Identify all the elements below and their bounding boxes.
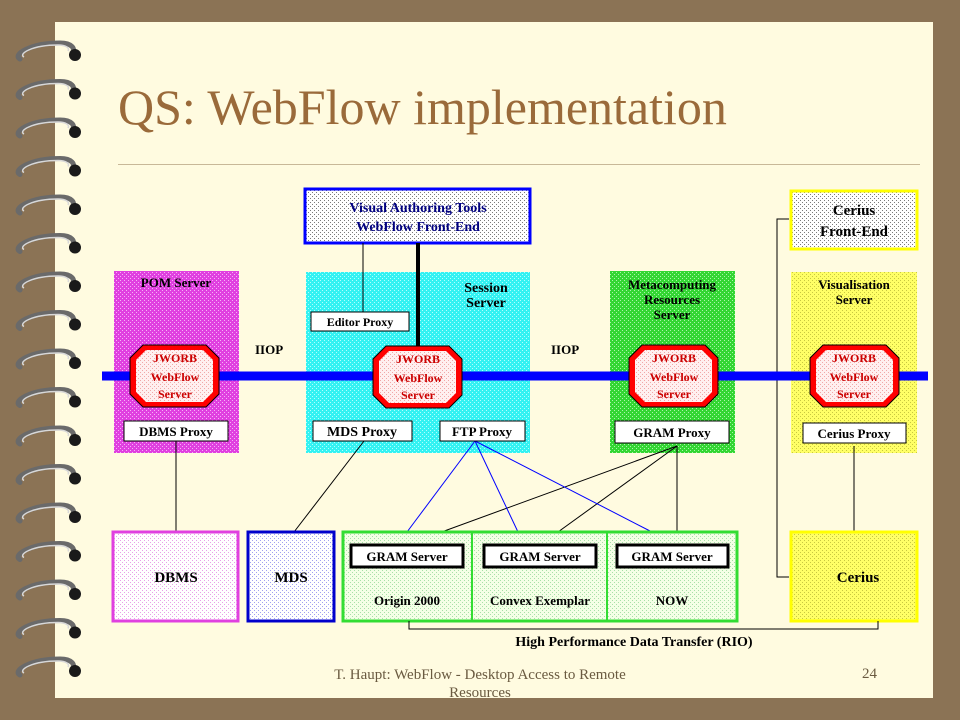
session-server-title-line2: Server (466, 296, 506, 311)
gram-proxy-label: GRAM Proxy (633, 425, 711, 440)
jworb-session-line2: WebFlow (394, 371, 443, 385)
mds-label: MDS (274, 570, 307, 586)
connector-lines (175, 218, 855, 617)
dbms-box: DBMS (111, 530, 240, 623)
dbms-label: DBMS (154, 570, 197, 586)
jworb-server-pom: JWORB WebFlow Server (129, 344, 220, 408)
jworb-vis-line1: JWORB (832, 351, 876, 365)
gram-server-now-label: GRAM Server (631, 549, 712, 564)
cerius-frontend-line1: Cerius (833, 203, 876, 219)
authoring-tools-line2: WebFlow Front-End (356, 220, 480, 235)
binding-ring (15, 232, 81, 254)
gram-server-origin: GRAM Server Origin 2000 (349, 543, 465, 608)
spiral-binding (15, 40, 81, 678)
jworb-vis-line2: WebFlow (830, 370, 879, 384)
title-divider (118, 164, 920, 165)
jworb-server-session: JWORB WebFlow Server (372, 345, 463, 409)
binding-ring (15, 155, 81, 177)
origin-label: Origin 2000 (374, 593, 440, 608)
jworb-pom-line1: JWORB (153, 351, 197, 365)
ftp-proxy: FTP Proxy (439, 420, 526, 442)
cerius-frontend-box: Cerius Front-End (789, 189, 919, 251)
jworb-pom-line3: Server (158, 387, 193, 401)
binding-ring (15, 540, 81, 562)
binding-ring (15, 194, 81, 216)
iiop-label-left: IIOP (255, 342, 283, 357)
cerius-box: Cerius (789, 530, 919, 623)
gram-server-origin-label: GRAM Server (366, 549, 447, 564)
editor-proxy-label: Editor Proxy (327, 315, 394, 329)
metacomputing-title-line1: Metacomputing (628, 277, 717, 292)
binding-ring (15, 502, 81, 524)
dbms-proxy: DBMS Proxy (123, 420, 229, 442)
cerius-label: Cerius (837, 570, 880, 586)
metacomputing-title-line2: Resources (644, 292, 700, 307)
hpdt-label: High Performance Data Transfer (RIO) (515, 635, 753, 650)
binding-ring (15, 656, 81, 678)
metacomputing-title-line3: Server (654, 307, 691, 322)
binding-ring (15, 425, 81, 447)
now-label: NOW (656, 593, 689, 608)
gram-server-convex: GRAM Server Convex Exemplar (482, 543, 598, 608)
mds-proxy: MDS Proxy (312, 420, 413, 442)
binding-ring (15, 386, 81, 408)
cerius-proxy-label: Cerius Proxy (817, 426, 891, 441)
editor-proxy: Editor Proxy (310, 311, 410, 332)
jworb-server-metacomputing: JWORB WebFlow Server (628, 344, 719, 408)
gram-server-convex-label: GRAM Server (499, 549, 580, 564)
ftp-proxy-label: FTP Proxy (452, 424, 513, 439)
mds-box: MDS (246, 530, 336, 623)
jworb-pom-line2: WebFlow (151, 370, 200, 384)
binding-ring (15, 579, 81, 601)
binding-ring (15, 40, 81, 62)
binding-ring (15, 117, 81, 139)
cerius-frontend-line2: Front-End (820, 224, 889, 240)
gram-proxy: GRAM Proxy (614, 420, 730, 444)
jworb-session-line1: JWORB (396, 352, 440, 366)
slide-footer: T. Haupt: WebFlow - Desktop Access to Re… (334, 667, 626, 701)
slide-title: QS: WebFlow implementation (118, 79, 727, 135)
binding-ring (15, 78, 81, 100)
dbms-proxy-label: DBMS Proxy (139, 424, 213, 439)
cerius-proxy: Cerius Proxy (802, 422, 907, 444)
jworb-meta-line2: WebFlow (650, 370, 699, 384)
visualisation-title-line1: Visualisation (818, 277, 891, 292)
authoring-tools-box: Visual Authoring Tools WebFlow Front-End (303, 187, 532, 245)
jworb-server-visualisation: JWORB WebFlow Server (809, 344, 900, 408)
jworb-meta-line1: JWORB (652, 351, 696, 365)
pom-server-title: POM Server (141, 275, 212, 290)
visualisation-title-line2: Server (836, 292, 873, 307)
iiop-label-right: IIOP (551, 342, 579, 357)
mds-proxy-label: MDS Proxy (327, 425, 397, 440)
jworb-vis-line3: Server (837, 387, 872, 401)
authoring-tools-line1: Visual Authoring Tools (349, 201, 487, 216)
binding-ring (15, 617, 81, 639)
gram-server-now: GRAM Server NOW (615, 543, 730, 608)
binding-ring (15, 348, 81, 370)
convex-label: Convex Exemplar (490, 593, 590, 608)
binding-ring (15, 309, 81, 331)
jworb-meta-line3: Server (657, 387, 692, 401)
page-number: 24 (862, 666, 877, 682)
binding-ring (15, 463, 81, 485)
hpdt-bracket: High Performance Data Transfer (RIO) (408, 621, 879, 650)
binding-ring (15, 271, 81, 293)
session-server-title-line1: Session (464, 281, 508, 296)
jworb-session-line3: Server (401, 388, 436, 402)
